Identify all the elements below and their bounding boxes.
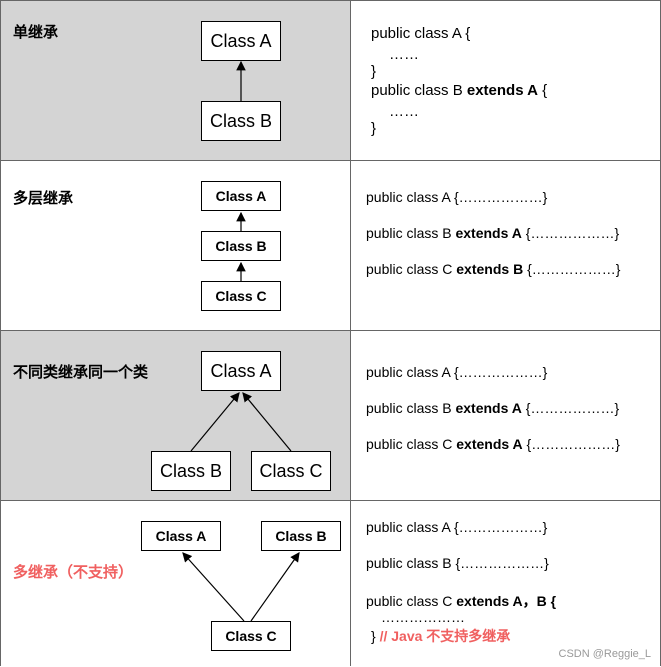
unsupported-note: // Java 不支持多继承 [375,628,511,644]
row-title: 多层继承 [13,190,74,207]
inheritance-arrows [236,60,246,101]
row-single-inheritance: 单继承 Class A Class B public class A { …… … [0,0,661,161]
inheritance-arrows [182,552,300,622]
code-line-c-body: ……………… [381,609,465,625]
code-line-b: public class B extends A {………………} [366,400,620,416]
code-line-b: public class B {………………} [366,555,549,571]
code-line-a: public class A {………………} [366,364,548,380]
arrow-b-to-a [190,392,240,452]
code-line-c: public class C extends A {………………} [366,436,620,452]
class-a-box: Class A [201,351,281,391]
class-a-box: Class A [141,521,221,551]
code-line-c: public class C extends B {………………} [366,261,621,277]
row-title: 不同类继承同一个类 [13,364,149,381]
code-panel: public class A {………………} public class B e… [350,330,661,501]
class-b-box: Class B [261,521,341,551]
inheritance-arrows [190,392,292,452]
watermark: CSDN @Reggie_L [558,648,652,660]
row-multiple-inheritance: 多继承（不支持） Class A Class B Class C public … [0,500,661,666]
row-hierarchical-inheritance: 不同类继承同一个类 Class A Class B Class C public… [0,330,661,501]
row-title: 多继承（不支持） [13,564,134,581]
class-b-box: Class B [151,451,231,491]
code-line-a-close: } [371,63,377,80]
arrow-c-to-b [250,552,300,622]
arrow-c-to-a [242,392,292,452]
class-a-box: Class A [201,21,281,61]
inheritance-arrows [236,211,246,281]
code-line-b: public class B extends A { [371,82,548,99]
code-line-a: public class A { [371,25,471,42]
diagram-panel: 单继承 Class A Class B [0,0,351,161]
code-line-b: public class B extends A {………………} [366,225,620,241]
row-multilevel-inheritance: 多层继承 Class A Class B Class C public clas… [0,160,661,331]
class-a-box: Class A [201,181,281,211]
code-line-a: public class A {………………} [366,189,548,205]
code-line-b-body: …… [389,103,419,120]
class-c-box: Class C [201,281,281,311]
class-b-box: Class B [201,231,281,261]
diagram-panel: 不同类继承同一个类 Class A Class B Class C [0,330,351,501]
arrow-c-to-a [182,552,245,622]
code-line-c: public class C extends A，B { [366,593,557,609]
row-title: 单继承 [13,24,59,41]
class-c-box: Class C [211,621,291,651]
diagram-panel: 多继承（不支持） Class A Class B Class C [0,500,351,666]
code-panel: public class A { …… } public class B ext… [350,0,661,161]
code-line-b-close: } [371,120,377,137]
class-b-box: Class B [201,101,281,141]
code-panel: public class A {………………} public class B {… [350,500,661,666]
class-c-box: Class C [251,451,331,491]
code-line-c-close: } // Java 不支持多继承 [371,628,511,644]
code-panel: public class A {………………} public class B e… [350,160,661,331]
code-line-a-body: …… [389,46,419,63]
code-line-a: public class A {………………} [366,519,548,535]
diagram-panel: 多层继承 Class A Class B Class C [0,160,351,331]
